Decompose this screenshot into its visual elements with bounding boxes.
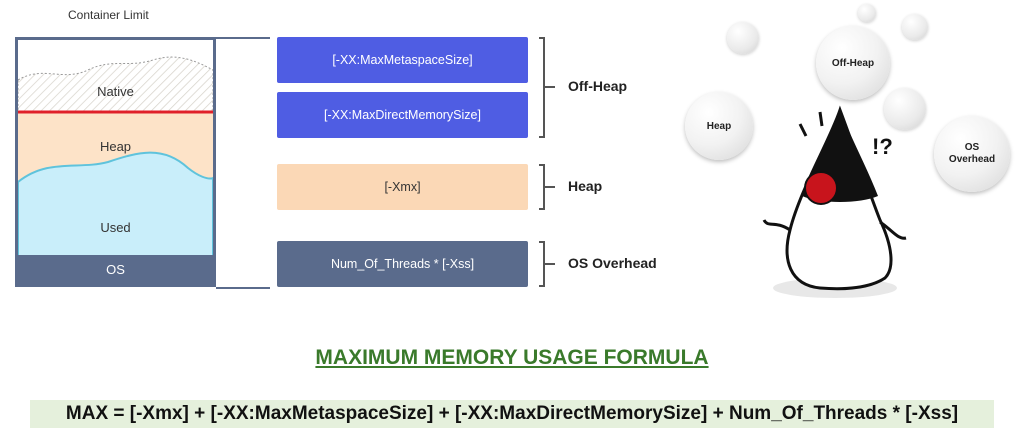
direct-memory-box: [-XX:MaxDirectMemorySize]	[277, 92, 528, 138]
container-fill-graphic	[18, 40, 213, 284]
connector-line-bottom	[216, 287, 270, 289]
os-bubble-line2: Overhead	[948, 154, 996, 165]
heap-bubble: Heap	[685, 92, 753, 160]
small-bubble	[902, 14, 928, 40]
os-overhead-bracket-tick	[545, 263, 555, 265]
confused-symbols: !?	[872, 134, 893, 159]
java-duke-mascot-icon	[762, 105, 907, 298]
container-limit-title: Container Limit	[68, 8, 149, 22]
os-overhead-bracket	[539, 241, 545, 287]
off-heap-bracket	[539, 37, 545, 138]
threads-box: Num_Of_Threads * [-Xss]	[277, 241, 528, 287]
xmx-box: [-Xmx]	[277, 164, 528, 210]
off-heap-label: Off-Heap	[568, 78, 628, 94]
off-heap-bubble: Off-Heap	[816, 26, 890, 100]
native-region	[18, 56, 213, 113]
native-label: Native	[97, 84, 134, 99]
heap-label: Heap	[99, 139, 132, 154]
os-overhead-bubble: OS Overhead	[934, 116, 1010, 192]
heap-bracket	[539, 164, 545, 210]
used-label: Used	[100, 220, 131, 235]
os-bubble-line1: OS	[964, 142, 980, 153]
metaspace-box: [-XX:MaxMetaspaceSize]	[277, 37, 528, 83]
small-bubble	[727, 22, 759, 54]
formula-text: MAX = [-Xmx] + [-XX:MaxMetaspaceSize] + …	[30, 400, 994, 428]
heap-bracket-tick	[545, 186, 555, 188]
os-bar: OS	[18, 255, 213, 284]
connector-line-top	[216, 37, 270, 39]
container-diagram: Native Heap Used OS	[15, 37, 216, 287]
heap-bracket-label: Heap	[568, 178, 603, 194]
small-bubble	[858, 4, 876, 22]
formula-title: MAXIMUM MEMORY USAGE FORMULA	[315, 346, 709, 369]
off-heap-bracket-tick	[545, 86, 555, 88]
os-overhead-label: OS Overhead	[568, 255, 657, 271]
used-region	[18, 151, 213, 284]
small-bubble	[884, 88, 926, 130]
